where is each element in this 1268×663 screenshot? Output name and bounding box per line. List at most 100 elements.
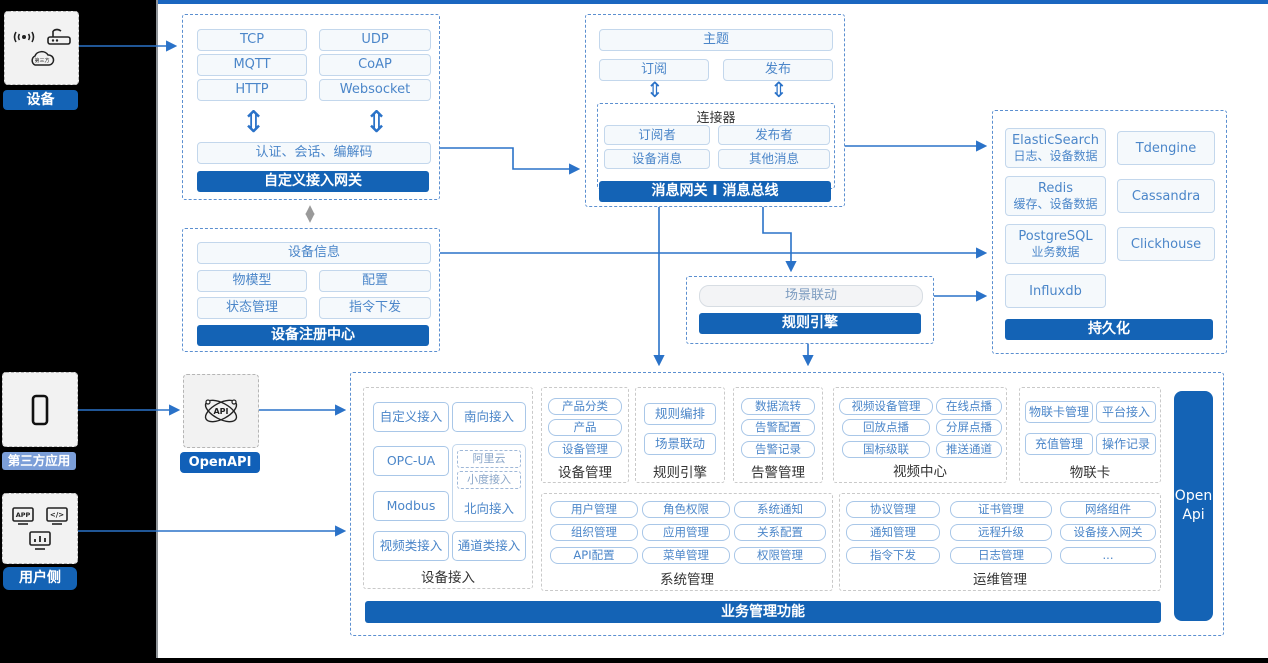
protocol-pill-udp: UDP bbox=[319, 29, 431, 51]
device-registry-box: 设备信息 物模型 配置 状态管理 指令下发 设备注册中心 bbox=[182, 228, 440, 352]
message-bus-banner: 消息网关 I 消息总线 bbox=[599, 181, 831, 202]
video-access-pill: 视频类接入 bbox=[373, 531, 449, 561]
app-icon-text: APP bbox=[16, 511, 31, 519]
open-api-line2: Api bbox=[1182, 507, 1205, 523]
log-mgmt-pill: 日志管理 bbox=[950, 547, 1052, 564]
command-dispatch-pill: 指令下发 bbox=[846, 547, 940, 564]
custom-access-pill: 自定义接入 bbox=[373, 402, 449, 432]
openapi-icon-text: API bbox=[213, 407, 228, 416]
code-icon-text: </> bbox=[50, 511, 64, 519]
connector-box: 连接器 订阅者 发布者 设备消息 其他消息 bbox=[597, 103, 835, 189]
updown-arrow-icon: ⇕ bbox=[646, 78, 664, 102]
product-pill: 产品 bbox=[548, 419, 622, 436]
device-access-gateway-pill: 设备接入网关 bbox=[1060, 524, 1156, 541]
cloud-icon: 第三方 bbox=[30, 50, 54, 66]
product-category-pill: 产品分类 bbox=[548, 398, 622, 415]
updown-arrow-icon: ⇕ bbox=[770, 78, 788, 102]
third-party-label: 第三方应用 bbox=[2, 452, 76, 470]
app-monitor-icon: APP bbox=[12, 506, 34, 525]
opc-ua-pill: OPC-UA bbox=[373, 446, 449, 476]
phone-icon bbox=[31, 394, 49, 425]
online-play-pill: 在线点播 bbox=[936, 398, 1002, 415]
custom-gateway-banner: 自定义接入网关 bbox=[197, 171, 429, 192]
menu-mgmt-pill: 菜单管理 bbox=[642, 547, 730, 564]
section-video-center: 视频设备管理 在线点播 回放点播 分屏点播 国标级联 推送通道 视频中心 bbox=[833, 387, 1007, 483]
app-mgmt-pill: 应用管理 bbox=[642, 524, 730, 541]
system-notice-pill: 系统通知 bbox=[734, 501, 826, 518]
store-name: ElasticSearch bbox=[1011, 133, 1100, 148]
protocol-pill-mqtt: MQTT bbox=[197, 54, 307, 76]
section-ops-mgmt: 协议管理 证书管理 网络组件 通知管理 远程升级 设备接入网关 指令下发 日志管… bbox=[839, 493, 1161, 591]
store-redis: Redis 缓存、设备数据 bbox=[1005, 176, 1106, 216]
scene-linkage-pill: 场景联动 bbox=[699, 285, 923, 307]
device-icons-row bbox=[12, 28, 72, 46]
device-label: 设备 bbox=[3, 90, 78, 110]
ops-mgmt-label: 运维管理 bbox=[973, 572, 1027, 588]
section-alarm-mgmt: 数据流转 告警配置 告警记录 告警管理 bbox=[733, 387, 823, 483]
rule-engine-banner: 规则引擎 bbox=[699, 313, 921, 334]
protocol-pill-coap: CoAP bbox=[319, 54, 431, 76]
publish-pill: 发布 bbox=[723, 59, 833, 81]
store-name: Clickhouse bbox=[1130, 236, 1202, 252]
connector-title: 连接器 bbox=[696, 111, 736, 126]
device-access-label: 设备接入 bbox=[421, 570, 475, 586]
other-message-pill: 其他消息 bbox=[718, 149, 830, 169]
scene-linkage-pill: 场景联动 bbox=[644, 433, 716, 455]
signal-icon bbox=[13, 31, 34, 42]
subscriber-pill: 订阅者 bbox=[604, 125, 710, 145]
store-name: Redis bbox=[1037, 181, 1074, 196]
store-desc: 日志、设备数据 bbox=[1013, 149, 1098, 163]
store-influxdb: Influxdb bbox=[1005, 274, 1106, 308]
section-device-mgmt: 产品分类 产品 设备管理 设备管理 bbox=[541, 387, 629, 483]
custom-gateway-box: TCP UDP MQTT CoAP HTTP Websocket ⇕ ⇕ 认证、… bbox=[182, 14, 440, 200]
iot-card-label: 物联卡 bbox=[1069, 465, 1111, 481]
store-name: PostgreSQL bbox=[1018, 229, 1093, 244]
iot-card-mgmt-pill: 物联卡管理 bbox=[1025, 401, 1093, 423]
alarm-record-pill: 告警记录 bbox=[741, 441, 815, 458]
more-pill: ... bbox=[1060, 547, 1156, 564]
network-component-pill: 网络组件 bbox=[1060, 501, 1156, 518]
relation-config-pill: 关系配置 bbox=[734, 524, 826, 541]
publisher-pill: 发布者 bbox=[718, 125, 830, 145]
status-mgmt-pill: 状态管理 bbox=[197, 297, 307, 319]
auth-session-codec-pill: 认证、会话、编解码 bbox=[197, 142, 431, 164]
user-icons-row: APP </> bbox=[11, 506, 69, 527]
platform-access-pill: 平台接入 bbox=[1096, 401, 1156, 423]
split-screen-pill: 分屏点播 bbox=[936, 419, 1002, 436]
command-dispatch-pill: 指令下发 bbox=[319, 297, 431, 319]
notice-mgmt-pill: 通知管理 bbox=[846, 524, 940, 541]
router-icon bbox=[46, 28, 71, 45]
store-elasticsearch: ElasticSearch 日志、设备数据 bbox=[1005, 128, 1106, 168]
section-iot-card: 物联卡管理 平台接入 充值管理 操作记录 物联卡 bbox=[1019, 387, 1161, 483]
api-config-pill: API配置 bbox=[550, 547, 638, 564]
alarm-config-pill: 告警配置 bbox=[741, 419, 815, 436]
store-clickhouse: Clickhouse bbox=[1117, 227, 1215, 261]
persistence-banner: 持久化 bbox=[1005, 319, 1213, 340]
thing-model-pill: 物模型 bbox=[197, 270, 307, 292]
code-icon: </> bbox=[46, 506, 68, 525]
cloud-text: 第三方 bbox=[34, 57, 49, 64]
store-postgresql: PostgreSQL 业务数据 bbox=[1005, 224, 1106, 264]
updown-arrow-icon: ⇕ bbox=[241, 105, 267, 140]
section-system-mgmt: 用户管理 角色权限 系统通知 组织管理 应用管理 关系配置 API配置 菜单管理… bbox=[541, 493, 833, 591]
open-api-bar: Open Api bbox=[1174, 391, 1213, 621]
playback-pill: 回放点播 bbox=[842, 419, 930, 436]
video-device-mgmt-pill: 视频设备管理 bbox=[839, 398, 933, 415]
config-pill: 配置 bbox=[319, 270, 431, 292]
protocol-mgmt-pill: 协议管理 bbox=[846, 501, 940, 518]
protocol-pill-websocket: Websocket bbox=[319, 79, 431, 101]
store-name: Cassandra bbox=[1131, 188, 1201, 204]
xiaodu-access-pill: 小度接入 bbox=[457, 471, 521, 489]
business-box: 自定义接入 南向接入 OPC-UA 阿里云 小度接入 北向接入 Modbus 视… bbox=[350, 372, 1224, 636]
message-bus-box: 主题 订阅 发布 ⇕ ⇕ 连接器 订阅者 发布者 设备消息 其他消息 消息网关 … bbox=[585, 14, 845, 207]
persistence-box: ElasticSearch 日志、设备数据 Tdengine Redis 缓存、… bbox=[992, 110, 1227, 354]
org-mgmt-pill: 组织管理 bbox=[550, 524, 638, 541]
section-rule-engine: 规则编排 场景联动 规则引擎 bbox=[635, 387, 725, 483]
gb-cascade-pill: 国标级联 bbox=[842, 441, 930, 458]
business-banner: 业务管理功能 bbox=[365, 601, 1161, 623]
protocol-pill-http: HTTP bbox=[197, 79, 307, 101]
channel-access-pill: 通道类接入 bbox=[452, 531, 526, 561]
device-registry-banner: 设备注册中心 bbox=[197, 325, 429, 346]
chart-monitor-icon bbox=[29, 530, 51, 550]
recharge-mgmt-pill: 充值管理 bbox=[1025, 433, 1093, 455]
